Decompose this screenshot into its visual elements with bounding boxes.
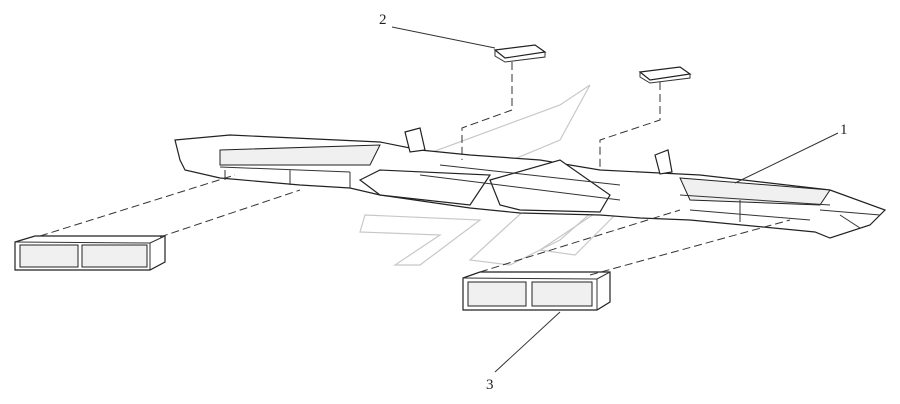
callout-label-3: 3 [486,377,494,393]
leader-line-1 [734,132,839,184]
leader-line-2 [391,26,496,49]
outlet-duct-left [14,235,166,271]
callout-label-2: 2 [379,12,387,28]
outlet-duct-right [462,271,611,311]
cover-plate-right [638,66,692,84]
callout-label-1: 1 [840,122,848,138]
main-air-duct [174,127,887,239]
cover-plate-left [493,44,547,63]
assembly-lines [39,62,791,276]
leader-line-3 [494,311,561,373]
